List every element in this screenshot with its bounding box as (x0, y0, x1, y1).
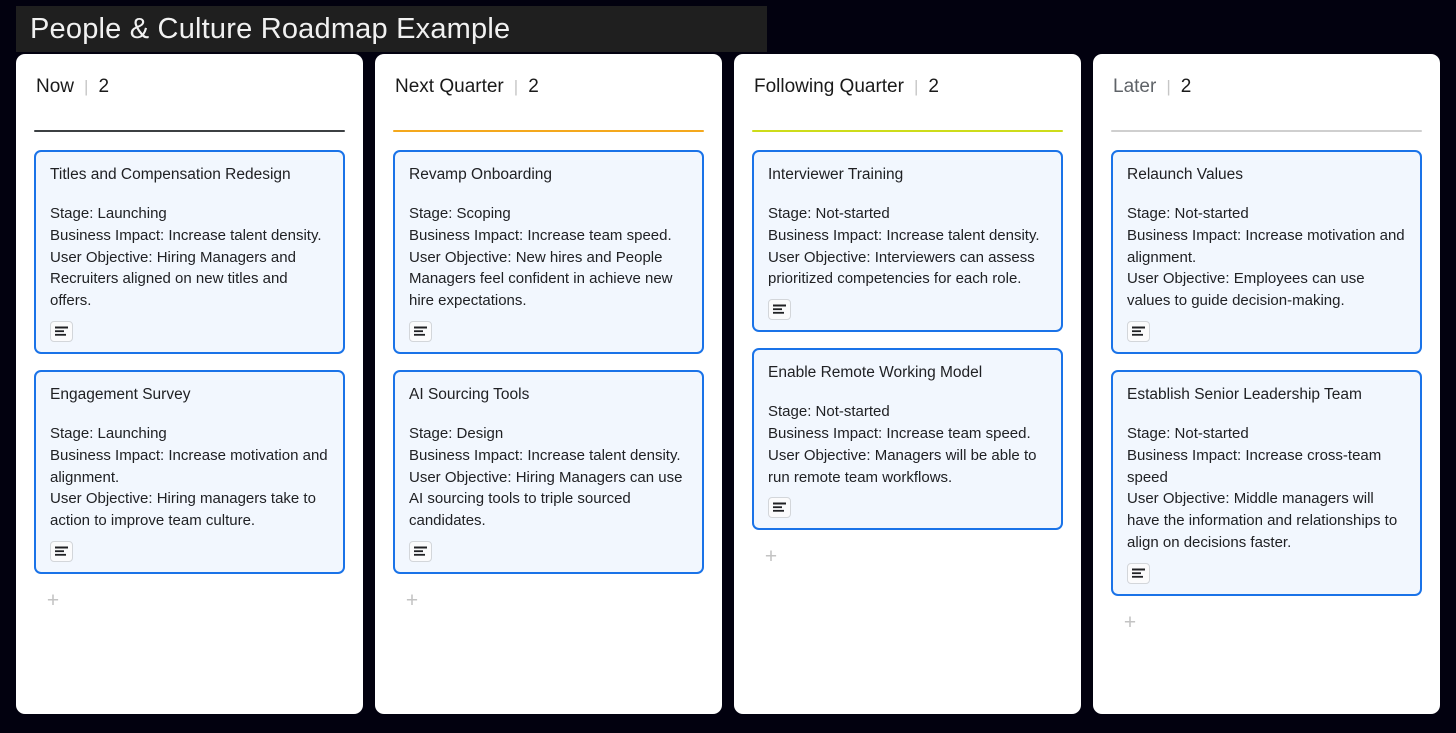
column-rule (393, 130, 704, 132)
column-count: 2 (98, 76, 110, 97)
card-details: Stage: Scoping Business Impact: Increase… (409, 205, 673, 310)
column-rule (1111, 130, 1422, 132)
card-title: Titles and Compensation Redesign (50, 166, 291, 183)
card-title: Interviewer Training (768, 166, 904, 183)
column-header: Now | 2 (34, 76, 345, 110)
card-details: Stage: Design Business Impact: Increase … (409, 425, 683, 530)
description-icon[interactable] (768, 299, 791, 321)
page-title: People & Culture Roadmap Example (30, 12, 511, 45)
card-details: Stage: Not-started Business Impact: Incr… (768, 205, 1040, 288)
column-count: 2 (1180, 76, 1192, 97)
card-details: Stage: Launching Business Impact: Increa… (50, 425, 328, 530)
description-icon[interactable] (50, 540, 73, 562)
column-separator: | (1166, 77, 1171, 96)
description-icon[interactable] (409, 320, 432, 342)
description-icon[interactable] (409, 540, 432, 562)
add-card-button[interactable]: + (46, 588, 60, 612)
column-count: 2 (528, 76, 539, 97)
column-rule (752, 130, 1063, 132)
description-icon[interactable] (1127, 562, 1150, 584)
add-card-button[interactable]: + (405, 588, 419, 612)
column-header: Following Quarter | 2 (752, 76, 1063, 110)
card-title: Relaunch Values (1127, 166, 1244, 183)
card-details: Stage: Launching Business Impact: Increa… (50, 205, 322, 310)
column-header: Next Quarter | 2 (393, 76, 704, 110)
add-card-button[interactable]: + (1123, 610, 1137, 634)
column-separator: | (84, 77, 89, 96)
card-title: Engagement Survey (50, 385, 191, 403)
column-separator: | (513, 77, 519, 96)
card-title: Enable Remote Working Model (768, 364, 983, 382)
column-rule (34, 130, 345, 132)
column-title[interactable]: Following Quarter (754, 76, 904, 97)
card-title: Establish Senior Leadership Team (1127, 385, 1362, 403)
description-icon[interactable] (1127, 320, 1150, 342)
card-details: Stage: Not-started Business Impact: Incr… (768, 403, 1037, 486)
column-count: 2 (928, 76, 939, 97)
description-icon[interactable] (768, 497, 791, 519)
card-details: Stage: Not-started Business Impact: Incr… (1127, 425, 1398, 551)
card-title: Revamp Onboarding (409, 166, 553, 183)
card-details: Stage: Not-started Business Impact: Incr… (1127, 205, 1405, 310)
column-title[interactable]: Now (36, 76, 75, 97)
column-title[interactable]: Next Quarter (395, 76, 504, 97)
description-icon[interactable] (50, 320, 73, 342)
card-title: AI Sourcing Tools (409, 385, 530, 403)
column-header: Later | 2 (1111, 76, 1422, 110)
add-card-button[interactable]: + (764, 545, 778, 569)
column-separator: | (913, 77, 919, 96)
title-bar: People & Culture Roadmap Example (16, 6, 767, 52)
column-title[interactable]: Later (1113, 76, 1157, 97)
